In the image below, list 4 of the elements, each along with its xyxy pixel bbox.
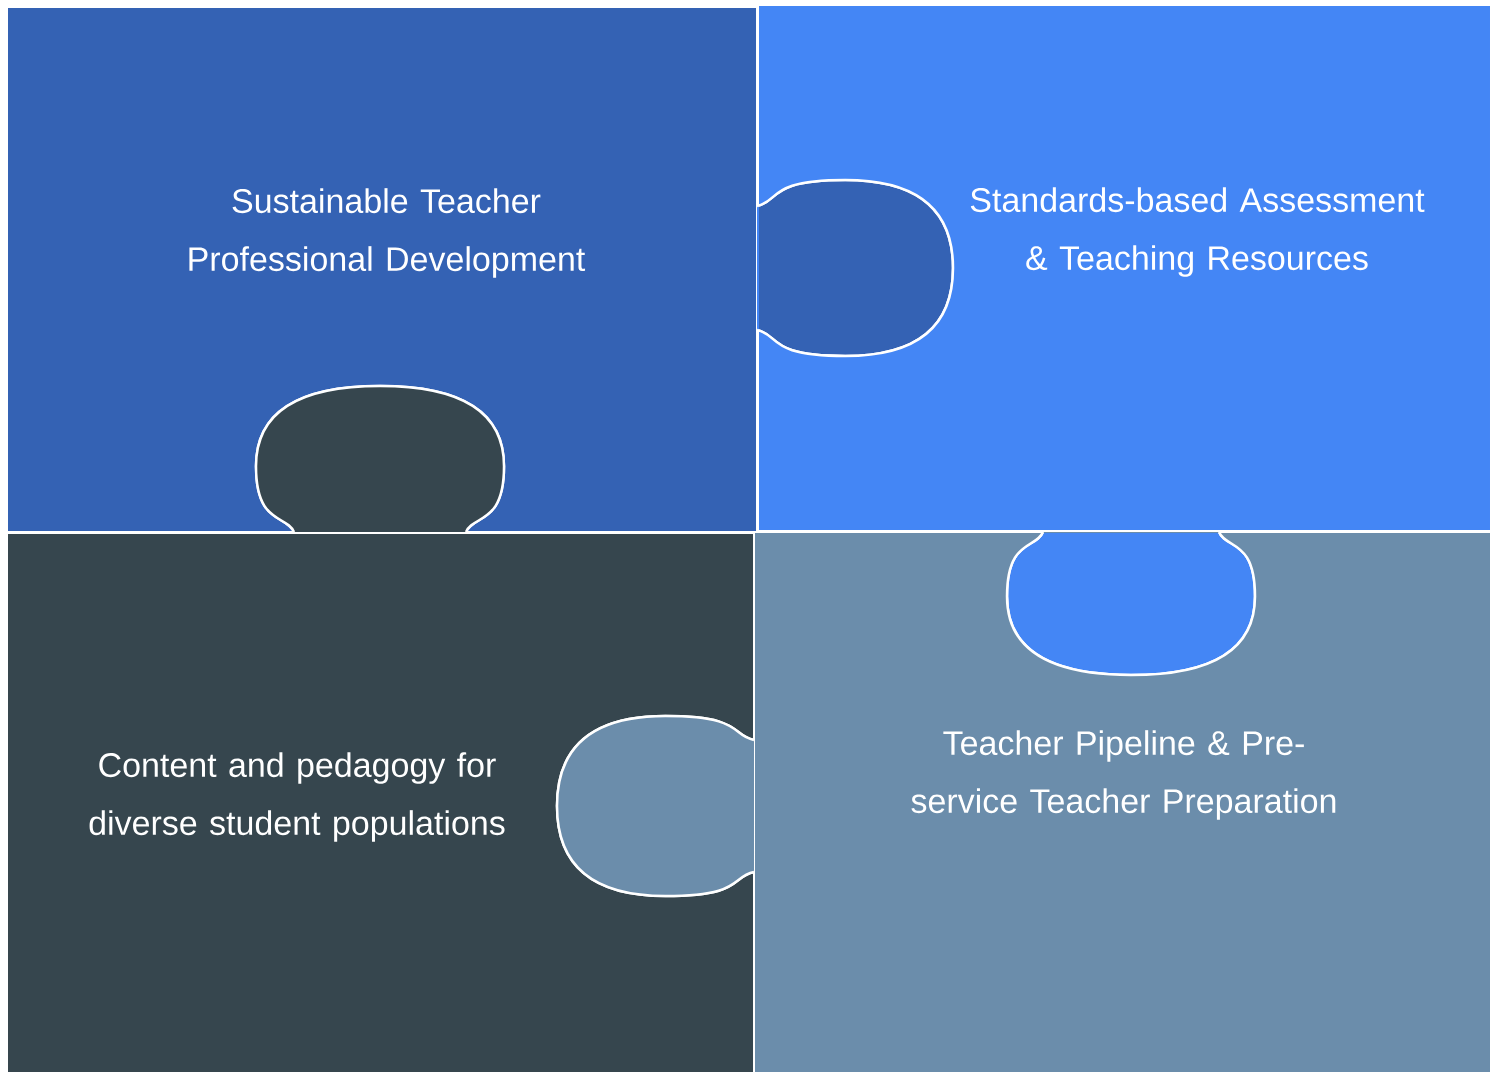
puzzle-piece: Sustainable Teacher Professional Development [8,8,955,533]
puzzle-piece: Teacher Pipeline & Pre-service Teacher Preparation [555,531,1490,1072]
puzzle-piece: Content and pedagogy for diverse student populations [8,384,755,1072]
puzzle-piece: Standards-based Assessment & Teaching Resources [756,6,1490,677]
